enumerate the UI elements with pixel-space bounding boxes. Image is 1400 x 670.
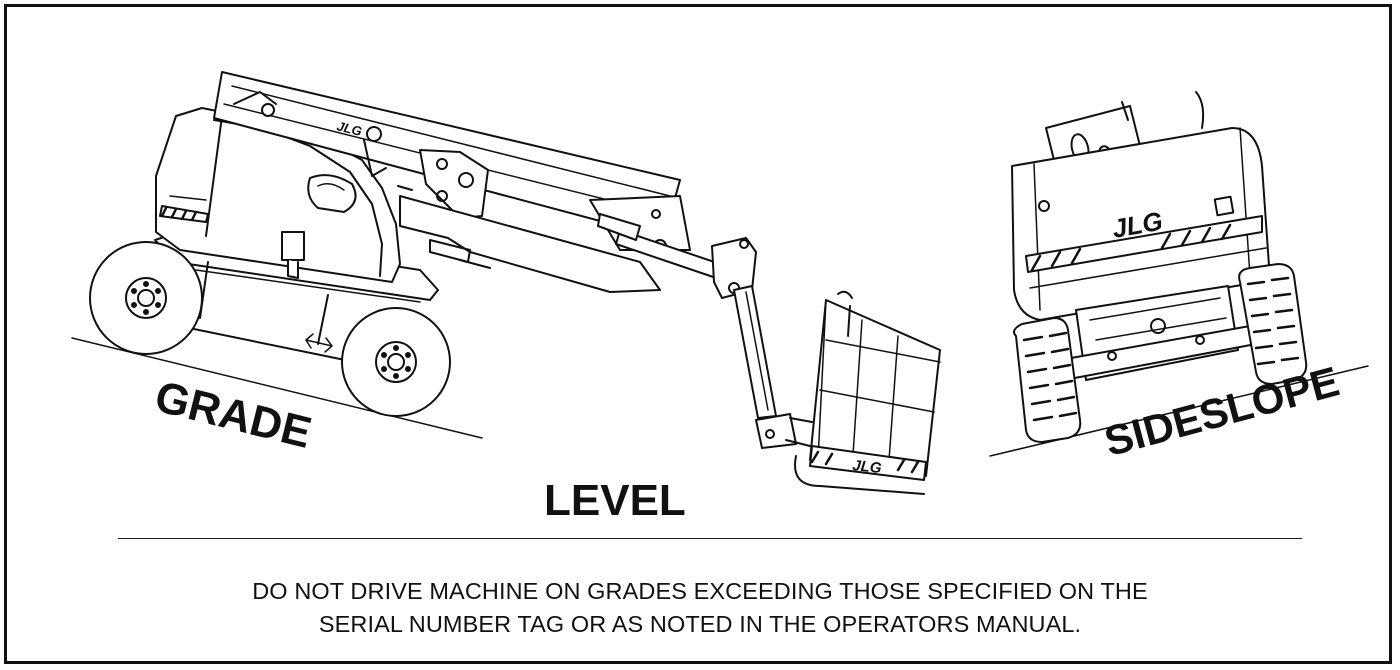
boom-lift-rear-view — [1011, 91, 1308, 443]
diagram-frame — [4, 4, 1392, 664]
boom-logo: JLG — [335, 118, 363, 139]
boom-lift-side-view — [89, 71, 941, 495]
platform-logo: JLG — [852, 457, 883, 477]
level-label: LEVEL — [544, 476, 686, 525]
rear-wheel — [89, 241, 203, 355]
front-wheel — [341, 307, 451, 417]
warning-text: DO NOT DRIVE MACHINE ON GRADES EXCEEDING… — [100, 575, 1300, 641]
right-tire — [1238, 263, 1308, 385]
divider-line — [118, 538, 1302, 539]
warning-line-2: SERIAL NUMBER TAG OR AS NOTED IN THE OPE… — [318, 611, 1082, 637]
warning-line-1: DO NOT DRIVE MACHINE ON GRADES EXCEEDING… — [252, 578, 1148, 604]
left-tire — [1013, 317, 1082, 443]
